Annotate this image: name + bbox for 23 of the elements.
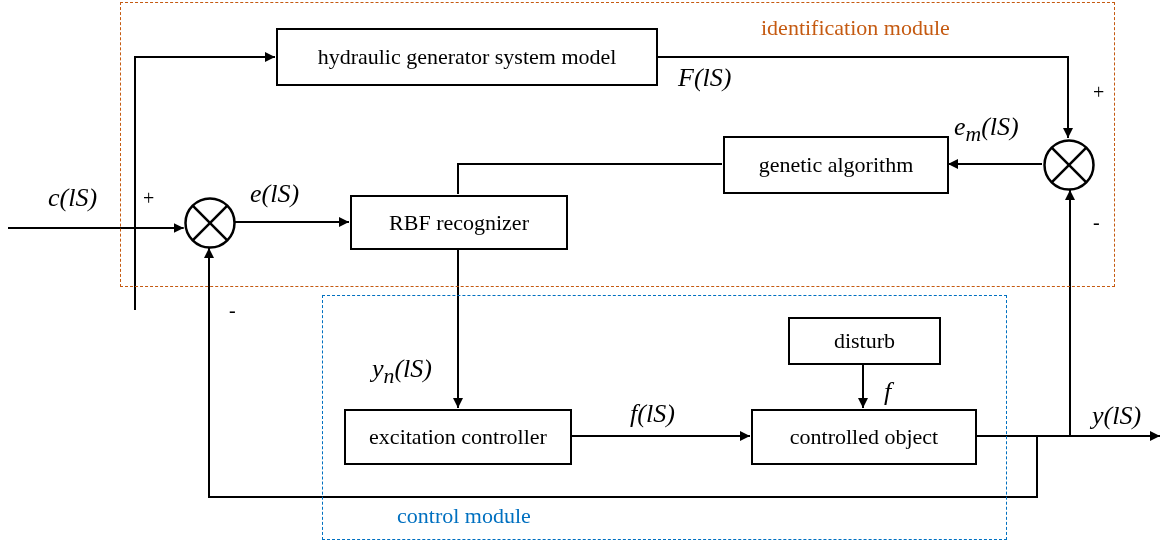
process-box: RBF recognizer (350, 195, 568, 250)
arrow (453, 248, 463, 409)
connector-line (457, 163, 723, 195)
arrow (7, 223, 185, 233)
sign-label: - (1093, 212, 1100, 232)
module-label: identification module (761, 15, 950, 41)
summing-junction (1043, 139, 1095, 191)
process-box: excitation controller (344, 409, 572, 465)
arrow (134, 52, 276, 311)
process-box: hydraulic generator system model (276, 28, 658, 86)
module-boundary (322, 295, 1007, 540)
arrow (234, 217, 350, 227)
process-box: controlled object (751, 409, 977, 465)
sign-label: + (143, 188, 155, 208)
sign-label: - (229, 300, 236, 320)
sign-label: + (1093, 82, 1105, 102)
arrow (204, 247, 1038, 498)
process-box: genetic algorithm (723, 136, 949, 194)
arrow (858, 363, 868, 409)
summing-junction (184, 197, 236, 249)
module-boundary (120, 2, 1115, 287)
process-box: disturb (788, 317, 941, 365)
module-label: control module (397, 503, 531, 529)
